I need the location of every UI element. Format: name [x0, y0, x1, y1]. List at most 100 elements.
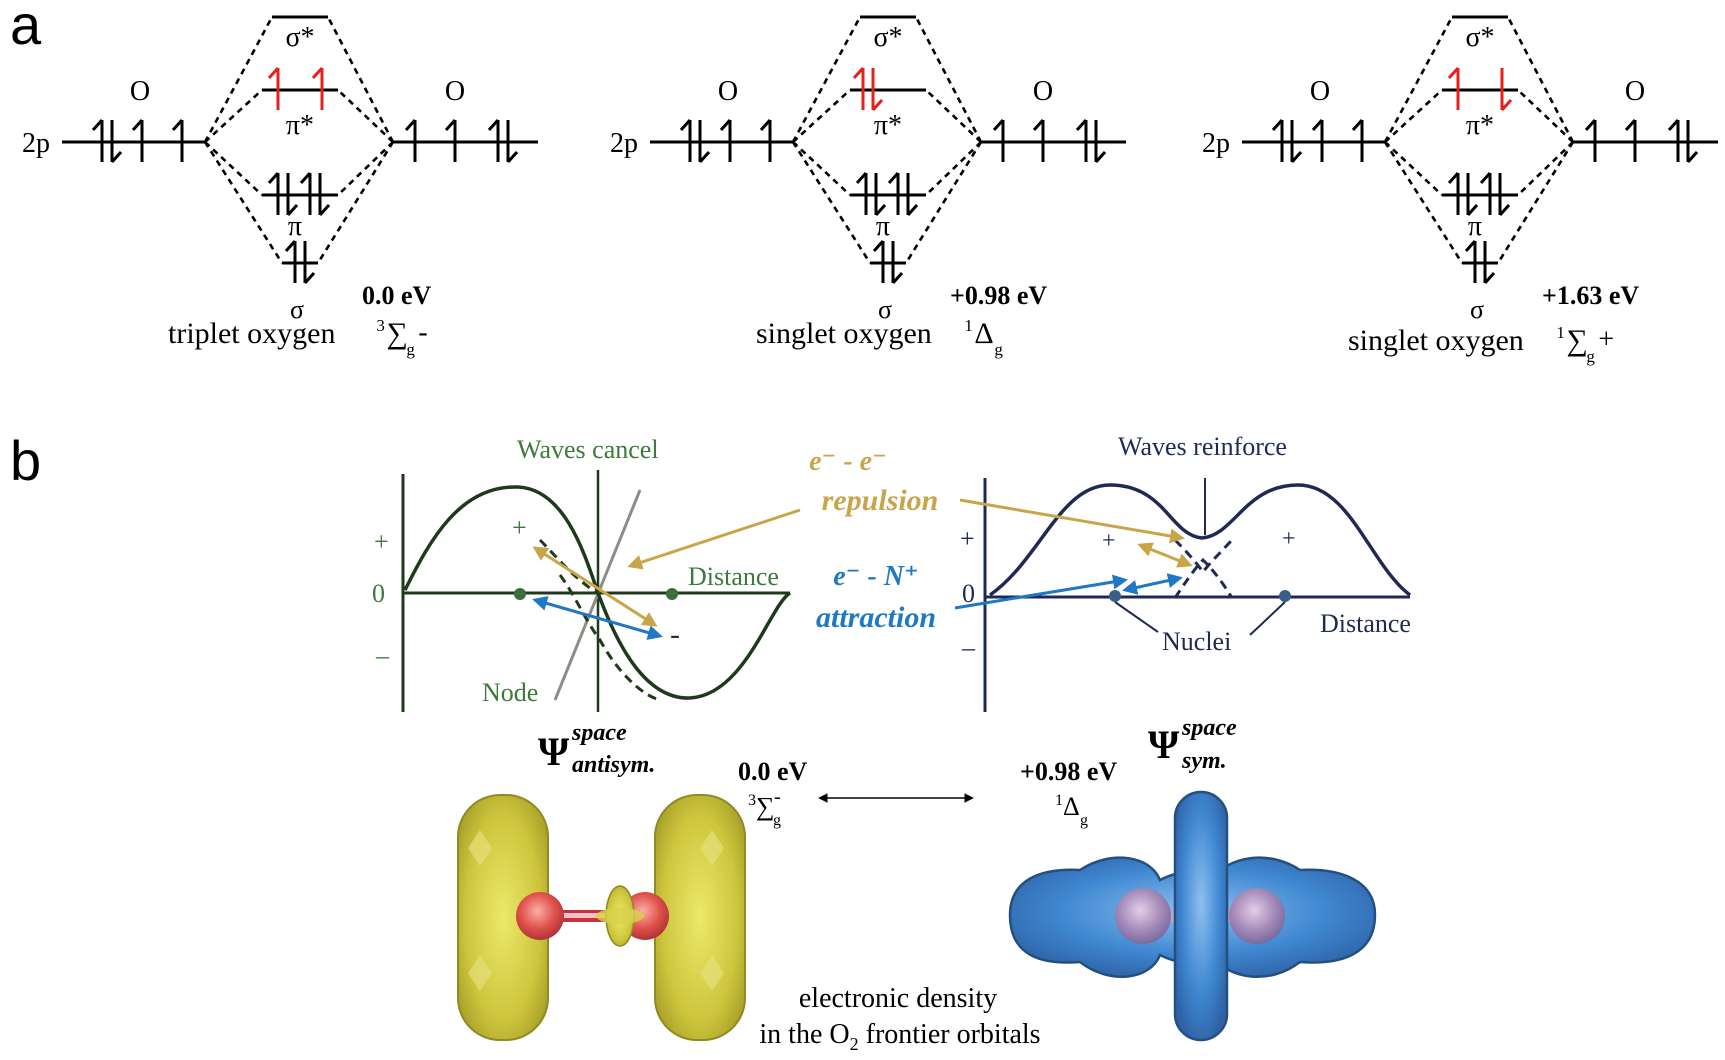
right-plus-tick: +	[960, 524, 975, 553]
left-ao-single-1-head	[719, 118, 732, 132]
right-ao-single-2-head	[1032, 118, 1045, 132]
sigma-pair-down-head	[303, 271, 316, 285]
psi-left-sub: antisym.	[572, 752, 655, 778]
state-name: triplet oxygen	[168, 317, 335, 350]
attraction-line2: attraction	[816, 601, 936, 634]
sigma-star-label: σ*	[873, 22, 902, 53]
correlation-dash-6	[1517, 89, 1574, 143]
oxygen-atom-left-a	[516, 892, 564, 940]
pi-star-pair-down-head	[871, 98, 884, 112]
pi-pair-2-down-head	[318, 203, 331, 217]
pi-pair-2-down-head	[906, 203, 919, 217]
yellow-center-ring	[596, 908, 644, 924]
term-sign: -	[418, 317, 427, 348]
pi-pair-1-down-head	[874, 203, 887, 217]
b-energy-right: +0.98 eV	[1020, 757, 1117, 786]
blue-vertical-lobe	[1173, 790, 1229, 1042]
sigma-pair-up-head	[872, 239, 885, 253]
sym-dashed-cross-low	[1173, 557, 1234, 599]
left-ao-single-2-head	[171, 118, 184, 132]
sigma-star-label: σ*	[1465, 22, 1494, 53]
left-ao-single-2-head	[759, 118, 772, 132]
sigma-star-label: σ*	[285, 22, 314, 53]
repulsion-line2: repulsion	[822, 484, 939, 517]
sym-dashed-cross-high	[1173, 538, 1234, 575]
pi-star-electron-2-head	[311, 66, 324, 80]
correlation-dash-7	[337, 141, 394, 196]
pi-pair-1-up-head	[855, 171, 868, 185]
term-symbol: ∑	[1566, 324, 1587, 357]
pi-label: π	[288, 211, 302, 242]
right-atom-label: O	[445, 76, 465, 107]
term-multiplicity: 1	[1055, 792, 1063, 809]
sigma-pair-up-head	[1464, 239, 1477, 253]
waves-reinforce-graph: Waves reinforce + 0 – + + Distance Nucle…	[960, 432, 1412, 712]
right-atom-label: O	[1033, 76, 1053, 107]
right-ao-single-2-head	[1624, 118, 1637, 132]
pi-pair-2-up-head	[1479, 171, 1492, 185]
psi-right-sub: sym.	[1181, 748, 1227, 774]
right-atom-label: O	[1625, 76, 1645, 107]
left-ao-pair-up-head	[679, 118, 692, 132]
right-minus-tick: –	[961, 633, 976, 662]
correlation-dash-1	[1383, 16, 1454, 143]
waves-cancel-title: Waves cancel	[517, 435, 659, 464]
left-ao-pair-down-head	[698, 150, 711, 164]
pi-star-label: π*	[1466, 110, 1494, 141]
pi-pair-2-down-head	[1498, 203, 1511, 217]
right-ao-pair-down-head	[506, 150, 519, 164]
sigma-pair-down-head	[1483, 271, 1496, 285]
nuclei-pointer-right	[1249, 601, 1286, 636]
correlation-dash-1	[791, 16, 862, 143]
term-parity: g	[1080, 812, 1088, 829]
correlation-dash-8	[904, 141, 983, 264]
correlation-dash-5	[914, 16, 983, 143]
correlation-dash-8	[1496, 141, 1575, 264]
left-nucleus-2	[666, 588, 678, 600]
sigma-pair-down-head	[891, 271, 904, 285]
panel-a-label: a	[10, 0, 42, 56]
term-multiplicity: 3	[376, 316, 385, 335]
waves-cancel-graph: Waves cancel + 0 – + - Distance Node	[372, 435, 792, 712]
left-ao-pair-up-head	[91, 118, 104, 132]
left-ao-single-1-head	[1311, 118, 1324, 132]
right-ao-single-1-head	[404, 118, 417, 132]
correlation-dash-6	[925, 89, 982, 143]
left-nucleus-1	[514, 588, 526, 600]
sigma-label: σ	[878, 295, 892, 324]
sigma-pair-up-head	[284, 239, 297, 253]
yellow-highlight-1	[468, 830, 492, 866]
sym-orbital-illustration	[1008, 790, 1377, 1042]
right-ao-pair-up-head	[1667, 118, 1680, 132]
left-ao-pair-down-head	[110, 150, 123, 164]
right-nucleus-2	[1279, 590, 1291, 602]
orbital-2p-label: 2p	[22, 128, 50, 159]
b-energy-left: 0.0 eV	[738, 757, 808, 786]
sigma-label: σ	[1470, 295, 1484, 324]
pi-label: π	[1468, 211, 1482, 242]
right-ao-single-1-head	[992, 118, 1005, 132]
term-symbol: Δ	[1063, 792, 1080, 821]
left-atom-label: O	[130, 76, 150, 107]
waves-reinforce-title: Waves reinforce	[1118, 432, 1287, 461]
left-atom-label: O	[718, 76, 738, 107]
term-multiplicity: 3	[748, 792, 756, 809]
term-symbol: Δ	[974, 317, 993, 350]
right-ao-pair-down-head	[1686, 150, 1699, 164]
correlation-dash-2	[1384, 89, 1443, 143]
right-nucleus-1	[1109, 590, 1121, 602]
correlation-dash-4	[791, 141, 872, 264]
energy-label: +0.98 eV	[950, 281, 1047, 310]
correlation-dash-7	[1517, 141, 1574, 196]
pi-star-electron-1-head	[1447, 66, 1460, 80]
pi-pair-2-up-head	[887, 171, 900, 185]
attraction-annotation: e⁻ - N⁺ attraction	[532, 561, 1183, 640]
left-inner-plus: +	[512, 513, 527, 542]
nuclei-label: Nuclei	[1162, 627, 1231, 656]
left-inner-minus: -	[670, 618, 680, 651]
